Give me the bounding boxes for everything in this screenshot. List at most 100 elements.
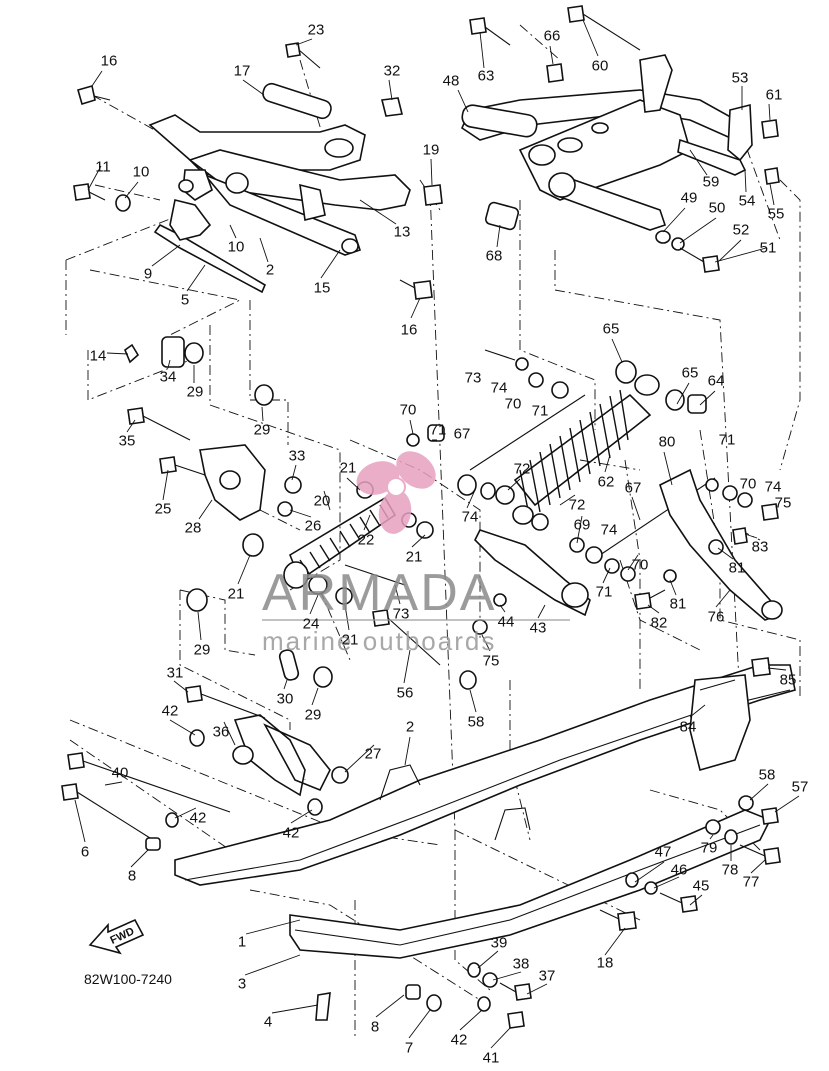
front-arm-assembly <box>148 82 411 294</box>
callout-51: 51 <box>760 240 777 257</box>
callout-1: 1 <box>238 934 246 951</box>
callout-82: 82 <box>651 615 668 632</box>
callout-27: 27 <box>365 746 382 763</box>
callout-72: 72 <box>569 497 586 514</box>
callout-16: 16 <box>401 322 418 339</box>
callout-74: 74 <box>765 479 782 496</box>
callout-54: 54 <box>739 193 756 210</box>
callout-49: 49 <box>681 190 698 207</box>
callout-60: 60 <box>592 58 609 75</box>
callout-48: 48 <box>443 73 460 90</box>
callout-71: 71 <box>596 584 613 601</box>
callout-19: 19 <box>423 142 440 159</box>
callout-21: 21 <box>342 632 359 649</box>
callout-42: 42 <box>162 703 179 720</box>
callout-17: 17 <box>234 63 251 80</box>
callout-57: 57 <box>792 779 809 796</box>
callout-8: 8 <box>371 1019 379 1036</box>
callout-21: 21 <box>340 460 357 477</box>
callout-33: 33 <box>289 448 306 465</box>
callout-26: 26 <box>305 518 322 535</box>
callout-36: 36 <box>213 724 230 741</box>
callout-64: 64 <box>708 373 725 390</box>
callout-32: 32 <box>384 63 401 80</box>
callout-50: 50 <box>709 200 726 217</box>
callout-73: 73 <box>465 370 482 387</box>
callout-84: 84 <box>680 719 697 736</box>
callout-29: 29 <box>187 384 204 401</box>
watermark: ARMADA marine outboards <box>262 451 570 656</box>
callout-72: 72 <box>514 461 531 478</box>
callout-4: 4 <box>264 1014 272 1031</box>
callout-81: 81 <box>670 596 687 613</box>
callout-10: 10 <box>133 164 150 181</box>
callout-39: 39 <box>491 935 508 952</box>
callout-18: 18 <box>597 955 614 972</box>
callout-29: 29 <box>305 707 322 724</box>
callout-6: 6 <box>81 844 89 861</box>
callout-44: 44 <box>498 614 515 631</box>
callout-70: 70 <box>740 476 757 493</box>
callout-56: 56 <box>397 685 414 702</box>
callout-61: 61 <box>766 87 783 104</box>
leader-lines <box>74 19 800 1049</box>
callout-81: 81 <box>729 560 746 577</box>
watermark-tagline: marine outboards <box>262 626 496 656</box>
callout-70: 70 <box>632 557 649 574</box>
callout-25: 25 <box>155 501 172 518</box>
callout-59: 59 <box>703 174 720 191</box>
callout-70: 70 <box>505 396 522 413</box>
callout-43: 43 <box>530 620 547 637</box>
callout-23: 23 <box>308 22 325 39</box>
callout-62: 62 <box>598 474 615 491</box>
callout-70: 70 <box>400 402 417 419</box>
callout-35: 35 <box>119 433 136 450</box>
callout-74: 74 <box>462 509 479 526</box>
callout-38: 38 <box>513 956 530 973</box>
callout-46: 46 <box>671 862 688 879</box>
callout-15: 15 <box>314 280 331 297</box>
callout-58: 58 <box>759 767 776 784</box>
callout-9: 9 <box>144 266 152 283</box>
callout-28: 28 <box>185 520 202 537</box>
callout-29: 29 <box>194 642 211 659</box>
callout-65: 65 <box>682 365 699 382</box>
callout-21: 21 <box>406 549 423 566</box>
callout-75: 75 <box>775 495 792 512</box>
callout-73: 73 <box>393 606 410 623</box>
callout-69: 69 <box>574 517 591 534</box>
callout-31: 31 <box>167 665 184 682</box>
callout-77: 77 <box>743 874 760 891</box>
callout-75: 75 <box>483 653 500 670</box>
callout-58: 58 <box>468 714 485 731</box>
callout-66: 66 <box>544 28 561 45</box>
callout-30: 30 <box>277 691 294 708</box>
callout-47: 47 <box>655 844 672 861</box>
callout-74: 74 <box>601 522 618 539</box>
callout-37: 37 <box>539 968 556 985</box>
callout-5: 5 <box>181 292 189 309</box>
callout-34: 34 <box>160 369 177 386</box>
callout-16: 16 <box>101 53 118 70</box>
callout-14: 14 <box>90 348 107 365</box>
callout-29: 29 <box>254 422 271 439</box>
callout-7: 7 <box>405 1040 413 1057</box>
callout-85: 85 <box>780 672 797 689</box>
callout-53: 53 <box>732 70 749 87</box>
callout-76: 76 <box>708 609 725 626</box>
callout-10: 10 <box>228 239 245 256</box>
callout-2: 2 <box>266 262 274 279</box>
callout-20: 20 <box>314 493 331 510</box>
callout-13: 13 <box>394 224 411 241</box>
callout-21: 21 <box>228 586 245 603</box>
hardware <box>61 5 781 1029</box>
callout-41: 41 <box>483 1050 500 1067</box>
callout-78: 78 <box>722 862 739 879</box>
callout-8: 8 <box>128 868 136 885</box>
callout-42: 42 <box>190 810 207 827</box>
callout-68: 68 <box>486 248 503 265</box>
callout-71: 71 <box>532 403 549 420</box>
callout-63: 63 <box>478 68 495 85</box>
